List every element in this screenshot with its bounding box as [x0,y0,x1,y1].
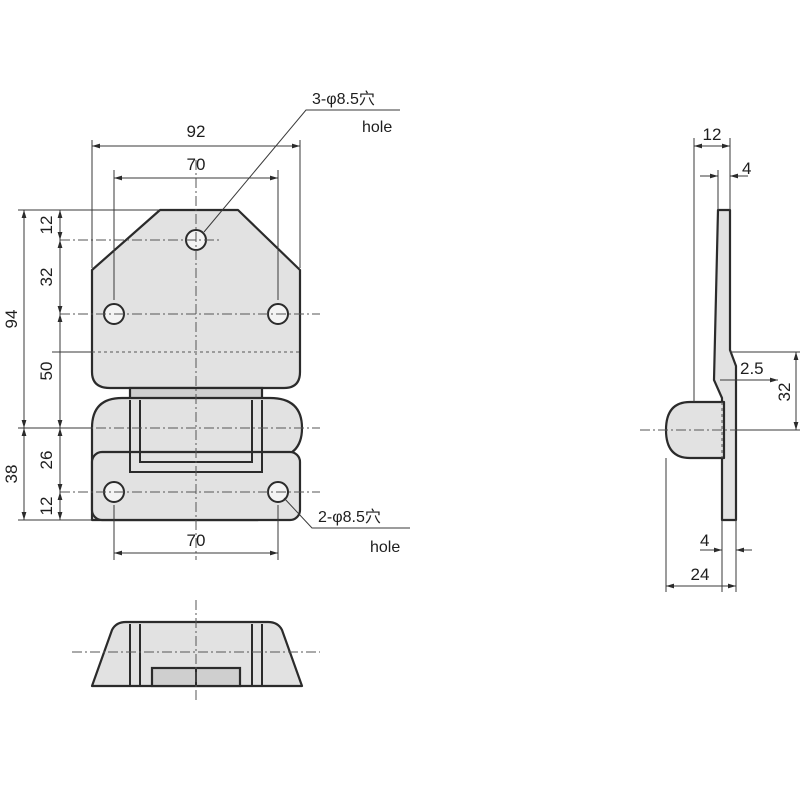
callout-bottom-holes: 2-φ8.5穴 [318,508,381,526]
callout-bottom-holes-en: hole [370,539,400,556]
dim-base-thickness: 4 [700,531,709,550]
side-dimensions: 12 4 2.5 32 4 24 [665,125,800,592]
dim-plate-thickness: 4 [742,159,751,178]
dim-top-width: 92 [187,122,206,141]
dim-hinge-offset: 50 [37,362,56,381]
dim-hinge-height: 32 [775,383,794,402]
side-view [640,208,760,522]
dim-upper-hole-offset: 32 [37,268,56,287]
dim-lower-hole-spacing: 70 [187,531,206,550]
dim-lower-hole-offset: 26 [37,451,56,470]
callout-top-holes: 3-φ8.5穴 [312,90,375,108]
dim-lower-height: 38 [2,465,21,484]
callout-top-holes-en: hole [362,119,392,136]
dim-upper-hole-spacing: 70 [187,155,206,174]
dim-bottom-hole-offset: 12 [37,497,56,516]
dim-offset: 2.5 [740,359,764,378]
front-dimensions: 92 70 70 94 38 12 32 50 26 [2,90,410,560]
bottom-view-body [90,620,304,688]
front-view [60,160,320,560]
dim-overall-depth: 12 [703,125,722,144]
dim-top-hole-offset: 12 [37,216,56,235]
dim-base-depth: 24 [691,565,710,584]
bottom-view [72,600,320,700]
dim-overall-height: 94 [2,310,21,329]
side-plate-upper [712,208,738,522]
